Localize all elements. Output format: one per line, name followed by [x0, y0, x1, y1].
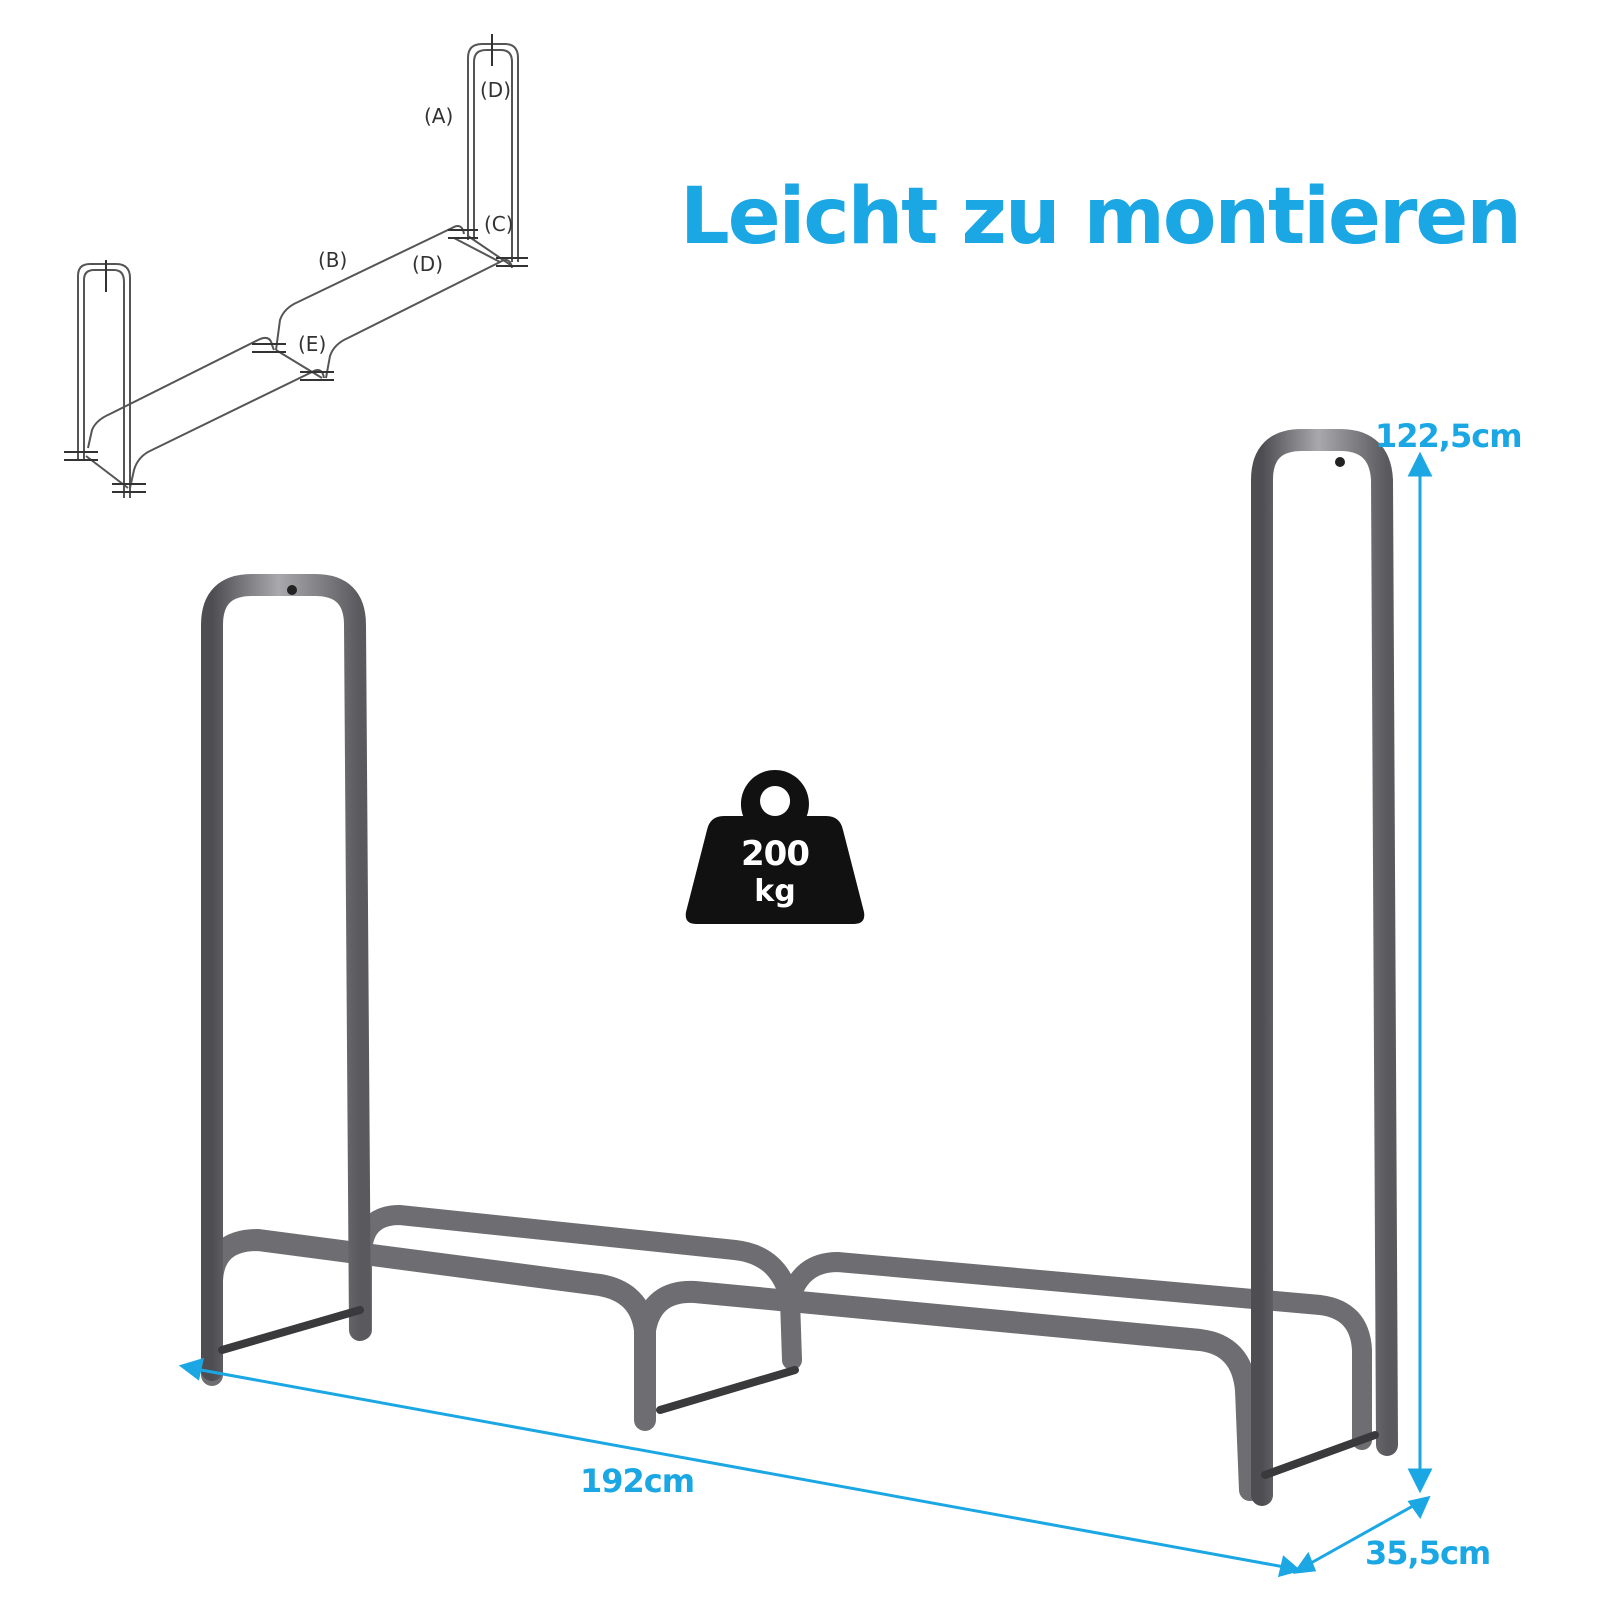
headline: Leicht zu montieren [680, 172, 1522, 262]
part-label-a: (A) [424, 104, 454, 128]
part-label-d-mid: (D) [412, 252, 444, 276]
part-label-d-top: (D) [480, 78, 512, 102]
weight-unit: kg [754, 874, 796, 909]
part-label-e: (E) [298, 332, 327, 356]
weight-value: 200 [741, 834, 810, 874]
width-dimension: 192cm [580, 1462, 695, 1500]
part-label-b: (B) [318, 248, 348, 272]
height-dimension: 122,5cm [1375, 417, 1523, 455]
depth-dimension: 35,5cm [1365, 1534, 1491, 1572]
part-label-c: (C) [484, 212, 514, 236]
